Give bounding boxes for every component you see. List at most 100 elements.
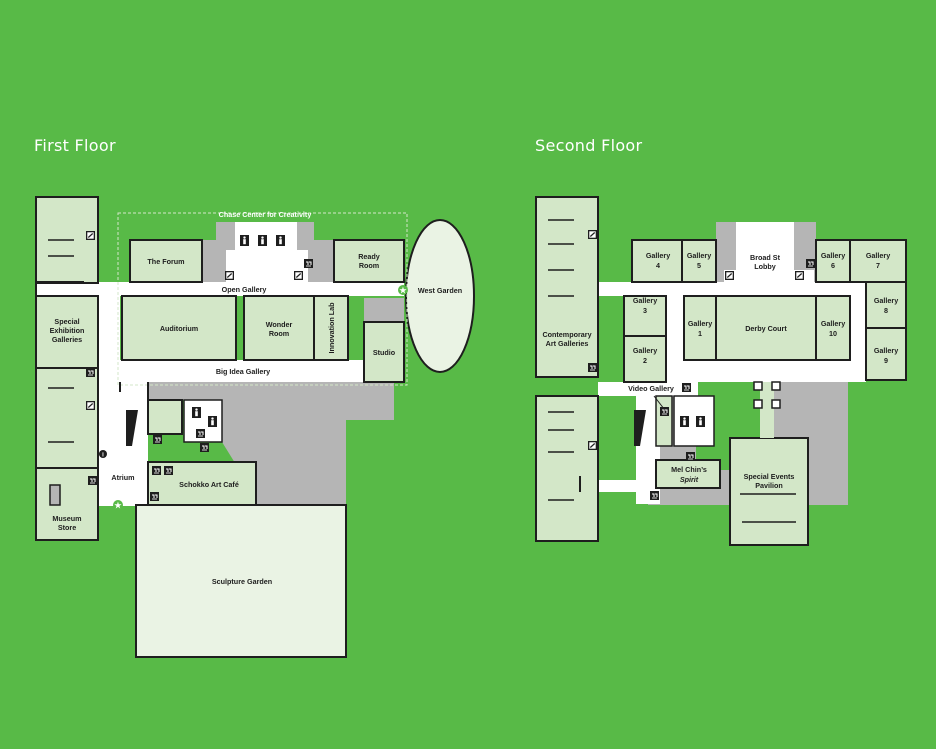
ready-room[interactable]: [333, 239, 405, 283]
sculpture-garden[interactable]: [135, 504, 347, 658]
svg-text:★: ★: [114, 501, 122, 510]
the-forum[interactable]: [129, 239, 203, 283]
gallery-1-label: 1: [698, 329, 702, 338]
derby-court-label: Derby Court: [745, 324, 787, 333]
gallery-6-label: 6: [831, 261, 835, 270]
mel-chin-label: Mel Chin’s: [671, 465, 707, 474]
gallery-4[interactable]: [631, 239, 683, 283]
wonder-room-label: Wonder: [266, 320, 293, 329]
video-gallery-corridor: [598, 382, 698, 396]
gallery-2-label: 2: [643, 356, 647, 365]
corridor: [98, 282, 120, 382]
gallery-7-label: 7: [876, 261, 880, 270]
gallery-5[interactable]: [681, 239, 717, 283]
studio-label: Studio: [373, 348, 396, 357]
restroom-icon: [208, 416, 217, 427]
coat-check-icon: [152, 434, 163, 445]
family-restroom-icon: [587, 362, 598, 373]
first-floor-plan: i ★ ★ Chase Center for Creativity The Fo…: [35, 196, 475, 658]
stairs-icon: [587, 440, 598, 451]
west-garden[interactable]: [405, 219, 475, 373]
chase-center-outline: [117, 212, 408, 386]
gallery-1-label: Gallery: [688, 319, 712, 328]
special-events-pavilion[interactable]: [729, 437, 809, 546]
gallery-10[interactable]: [815, 295, 851, 361]
auditorium[interactable]: [121, 295, 237, 361]
gallery-1[interactable]: [683, 295, 717, 361]
gallery-8-label: Gallery: [874, 296, 898, 305]
restroom-icon: [192, 407, 201, 418]
gallery-9-label: 9: [884, 356, 888, 365]
elevator-icon: [681, 382, 692, 393]
partition: [740, 493, 796, 523]
gallery-10-label: 10: [829, 329, 837, 338]
video-gallery[interactable]: [655, 395, 673, 447]
stairs-icon: [587, 229, 598, 240]
stairs-icon: [293, 270, 304, 281]
stairs-icon: [87, 475, 98, 486]
special-exhibition-galleries[interactable]: [35, 367, 99, 469]
cafe-icon: [163, 465, 174, 476]
service-area: [148, 382, 394, 505]
contemporary-art-label: Contemporary: [542, 330, 591, 339]
gallery-8[interactable]: [865, 281, 907, 329]
derby-court[interactable]: [715, 295, 817, 361]
special-events-label: Special Events: [744, 472, 795, 481]
innovation-lab[interactable]: [313, 295, 349, 361]
auditorium-label: Auditorium: [160, 324, 198, 333]
museum-store-label: Museum: [52, 514, 81, 523]
gallery-3-label: 3: [643, 306, 647, 315]
gallery-7-label: Gallery: [866, 251, 890, 260]
museum-store-label: Store: [58, 523, 76, 532]
column: [771, 399, 781, 409]
ready-room-label: Ready: [358, 252, 380, 261]
big-idea-gallery-area: [118, 360, 364, 382]
chase-center-label: Chase Center for Creativity: [219, 210, 312, 219]
entrance-star-icon: [113, 500, 123, 510]
innovation-lab-label: Innovation Lab: [327, 302, 336, 354]
stairs: [126, 410, 138, 446]
coat-room: [147, 399, 183, 435]
broad-st-lobby-label: Broad St: [750, 253, 781, 262]
service-area: [716, 222, 736, 282]
gallery-9[interactable]: [865, 327, 907, 381]
corridor: [724, 270, 814, 282]
studio[interactable]: [363, 321, 405, 383]
elevator-icon: [151, 465, 162, 476]
stairs: [634, 410, 646, 446]
big-idea-gallery-label: Big Idea Gallery: [216, 367, 270, 376]
atrium-area: [98, 380, 148, 506]
video-gallery-label: Video Gallery: [628, 384, 674, 393]
store-counter: [49, 484, 61, 506]
contemporary-art-galleries[interactable]: [535, 395, 599, 542]
service-area: [696, 382, 848, 505]
the-forum-label: The Forum: [147, 257, 184, 266]
partition: [48, 239, 74, 443]
ready-room-label: Room: [359, 261, 379, 270]
stairs-icon: [224, 270, 235, 281]
family-restroom-icon: [149, 491, 160, 502]
wonder-room[interactable]: [243, 295, 315, 361]
elevator-icon: [199, 442, 210, 453]
mel-chins-spirit[interactable]: [655, 459, 721, 489]
broad-st-lobby-label: Lobby: [754, 262, 776, 271]
stairs-icon: [724, 270, 735, 281]
gallery-5-label: 5: [697, 261, 701, 270]
info-icon: [99, 450, 107, 458]
svg-text:★: ★: [399, 286, 407, 295]
open-gallery-corridor: [36, 282, 404, 296]
restroom-icon: [258, 235, 267, 246]
partition: [548, 219, 574, 501]
family-restroom-icon: [303, 258, 314, 269]
special-exhibition-label: Special: [54, 317, 79, 326]
special-exhibition-label: Exhibition: [50, 326, 85, 335]
column: [753, 399, 763, 409]
atrium-label: Atrium: [111, 473, 134, 482]
gallery-6-label: Gallery: [821, 251, 845, 260]
gallery-2[interactable]: [623, 335, 667, 383]
sculpture-garden-label: Sculpture Garden: [212, 577, 272, 586]
gallery-9-label: Gallery: [874, 346, 898, 355]
first-floor-title: First Floor: [34, 136, 116, 155]
contemporary-art-galleries[interactable]: [535, 196, 599, 378]
gallery-3[interactable]: [623, 295, 667, 337]
